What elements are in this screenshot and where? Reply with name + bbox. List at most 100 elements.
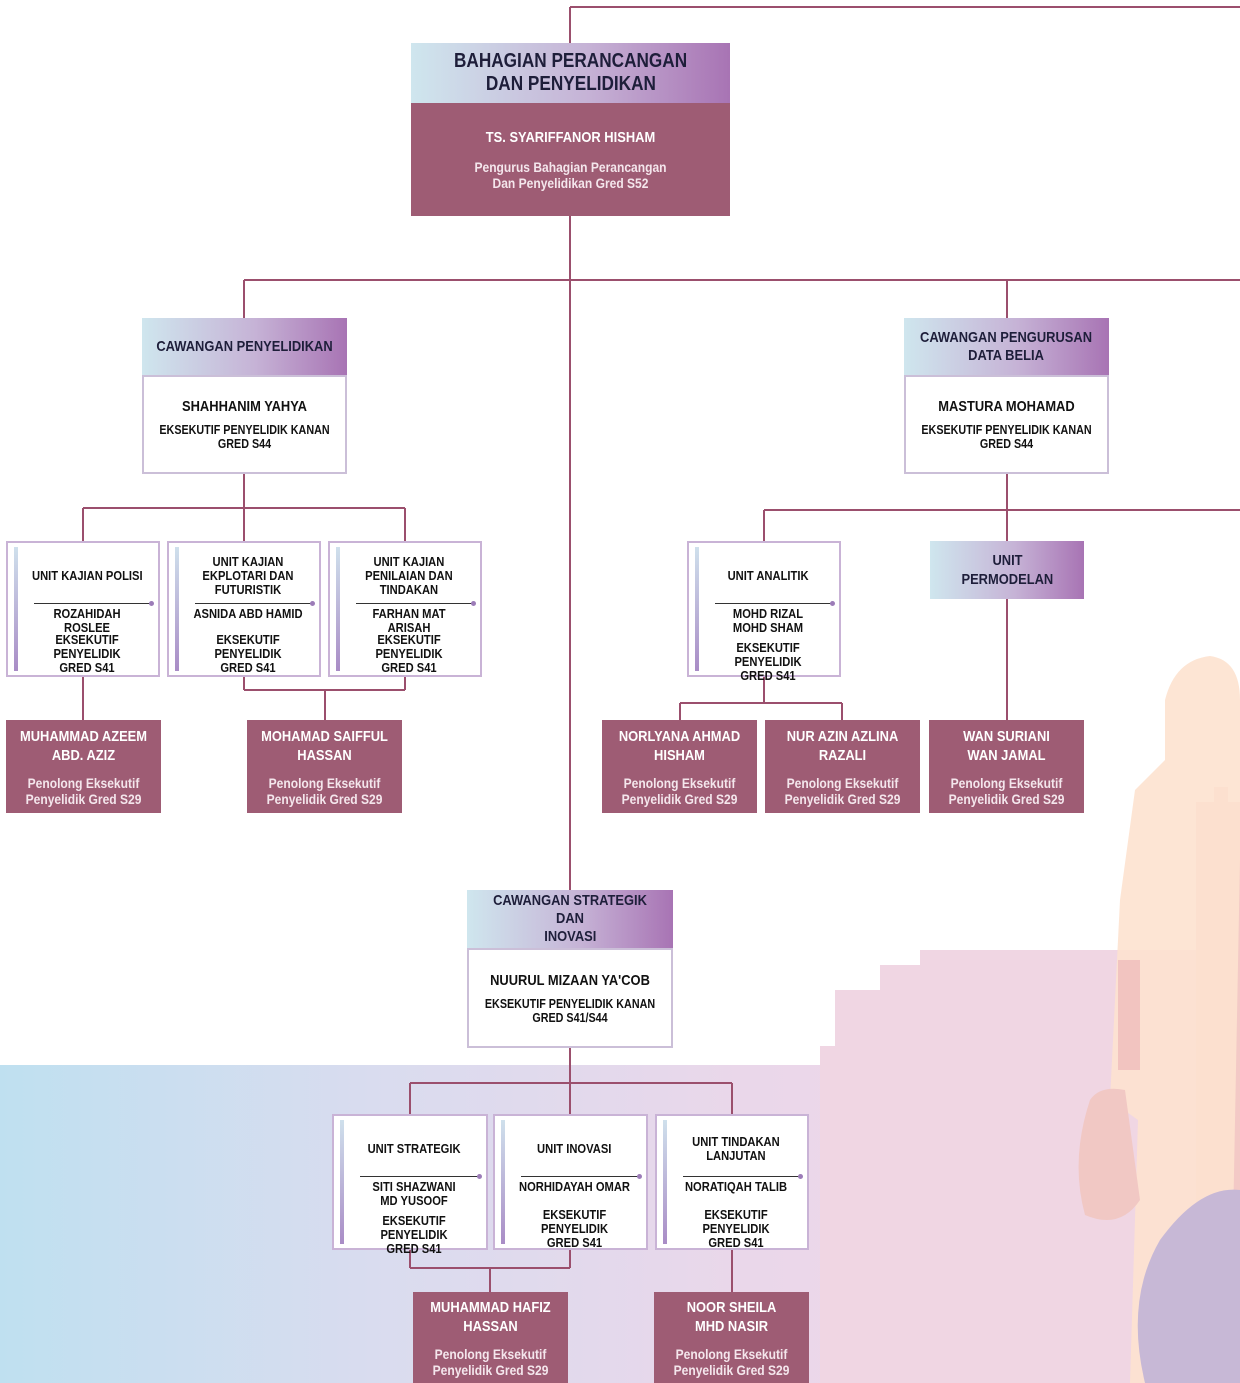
assistant-post-line: Penolong Eksekutif: [268, 774, 381, 791]
assistant-post-line: Penyelidik Gred S29: [432, 1361, 549, 1378]
division-title-line1: BAHAGIAN PERANCANGAN: [453, 50, 688, 72]
assistant-post-line: Penolong Eksekutif: [434, 1345, 547, 1362]
assistant-post-line: Penolong Eksekutif: [786, 774, 899, 791]
assistant-post-line: Penyelidik Gred S29: [621, 790, 738, 807]
assistant-name-line: MUHAMMAD AZEEM: [19, 727, 148, 745]
unit-head-post-line: EKSEKUTIF PENYELIDIK: [540, 1207, 609, 1236]
unit-head-name: ASNIDA ABD HAMID: [183, 607, 313, 621]
branch-strategic-head-post-line1: EKSEKUTIF PENYELIDIK KANAN: [484, 996, 656, 1011]
branch-research-head-post-line1: EKSEKUTIF PENYELIDIK KANAN: [159, 423, 330, 437]
assistant-post-line: Penolong Eksekutif: [675, 1345, 788, 1362]
division-head-box: TS. SYARIFFANOR HISHAM Pengurus Bahagian…: [411, 103, 730, 216]
unit-head-post-line: GRED S41: [546, 1235, 603, 1250]
unit-head-post-line: GRED S41: [708, 1235, 764, 1250]
unit-head-post-line: GRED S41: [386, 1241, 442, 1256]
assistant-name-line: NOOR SHEILA: [686, 1298, 777, 1316]
unit-head-name: NORATIQAH TALIB: [671, 1180, 801, 1194]
unit-title-line: UNIT ANALITIK: [727, 568, 809, 583]
unit-title-line: UNIT KAJIAN: [212, 554, 284, 569]
unit-divider: [715, 601, 835, 606]
unit-head-name-line: MOHD SHAM: [732, 620, 804, 635]
unit-head-name-line: FARHAN MAT ARISAH: [372, 606, 446, 635]
assistant-post-line: Penolong Eksekutif: [623, 774, 736, 791]
unit-head-name: FARHAN MAT ARISAH: [344, 607, 474, 635]
unit-head-post-line: GRED S41: [59, 660, 115, 675]
unit-head-name-line: ASNIDA ABD HAMID: [193, 606, 303, 621]
assistant-post-line: Penyelidik Gred S29: [673, 1361, 790, 1378]
assistant-name-line: HISHAM: [654, 746, 705, 764]
branch-youth-data-head-box: MASTURA MOHAMAD EKSEKUTIF PENYELIDIK KAN…: [904, 375, 1109, 474]
unit-title-line: LANJUTAN: [706, 1148, 766, 1163]
unit-accent-bar: [175, 547, 179, 671]
division-head-post-line2: Dan Penyelidikan Gred S52: [492, 175, 649, 191]
unit-head-name-line: NORATIQAH TALIB: [684, 1179, 788, 1194]
unit-accent-bar: [501, 1120, 505, 1244]
branch-youth-data-head-name: MASTURA MOHAMAD: [938, 398, 1075, 415]
assistant-name-line: NORLYANA AHMAD: [618, 727, 741, 745]
unit-divider: [521, 1174, 642, 1179]
unit-modelling-title: UNIT PERMODELAN: [930, 541, 1084, 599]
unit-head-post-line: GRED S41: [740, 668, 796, 683]
division-head-name: TS. SYARIFFANOR HISHAM: [485, 129, 656, 146]
assistant-name-line: RAZALI: [818, 746, 867, 764]
unit-head-name: ROZAHIDAH ROSLEE: [22, 607, 152, 635]
branch-strategic-head-name: NUURUL MIZAAN YA'COB: [490, 971, 650, 989]
unit-title-line: TINDAKAN: [379, 582, 439, 597]
unit-head-post-line: EKSEKUTIF PENYELIDIK: [702, 1207, 770, 1236]
unit-head-post-line: EKSEKUTIF PENYELIDIK: [214, 632, 282, 661]
branch-research-head-box: SHAHHANIM YAHYA EKSEKUTIF PENYELIDIK KAN…: [142, 375, 347, 474]
unit-title: UNIT KAJIAN POLISI: [22, 553, 152, 599]
assistant-post-line: Penyelidik Gred S29: [784, 790, 901, 807]
unit-divider: [356, 601, 476, 606]
unit-head-name-line: NORHIDAYAH OMAR: [519, 1179, 630, 1194]
assistant-name-line: MOHAMAD SAIFFUL: [261, 727, 388, 745]
assistant-name-line: MHD NASIR: [694, 1317, 769, 1335]
branch-strategic-title: CAWANGAN STRATEGIK DAN INOVASI: [467, 890, 673, 948]
unit-accent-bar: [695, 547, 699, 671]
assistant-name-line: ABD. AZIZ: [51, 746, 116, 764]
assistant-post-line: Penyelidik Gred S29: [25, 790, 142, 807]
unit-title-line: UNIT KAJIAN: [373, 554, 445, 569]
branch-strategic-title-line1: CAWANGAN STRATEGIK DAN: [493, 892, 647, 927]
branch-strategic-head-box: NUURUL MIZAAN YA'COB EKSEKUTIF PENYELIDI…: [467, 948, 673, 1048]
branch-research-head-post-line2: GRED S44: [217, 437, 272, 451]
assistant-post-line: Penyelidik Gred S29: [266, 790, 383, 807]
division-title: BAHAGIAN PERANCANGAN DAN PENYELIDIKAN: [411, 43, 730, 103]
unit-accent-bar: [336, 547, 340, 671]
unit-title-line: UNIT INOVASI: [537, 1141, 612, 1156]
branch-research-head-name: SHAHHANIM YAHYA: [182, 398, 307, 415]
unit-divider: [683, 1174, 803, 1179]
branch-strategic-title-line2: INOVASI: [543, 928, 597, 945]
division-title-line2: DAN PENYELIDIKAN: [485, 73, 656, 95]
unit-title: UNIT ANALITIK: [703, 553, 833, 599]
assistant-name-line: WAN JAMAL: [967, 746, 1046, 764]
unit-card-innovation: UNIT INOVASI NORHIDAYAH OMAR EKSEKUTIF PEN…: [493, 1114, 648, 1250]
unit-head-post-line: GRED S41: [381, 660, 437, 675]
unit-accent-bar: [663, 1120, 667, 1244]
unit-head-post-line: EKSEKUTIF PENYELIDIK: [380, 1213, 448, 1242]
unit-head-name: NORHIDAYAH OMAR: [509, 1180, 640, 1194]
